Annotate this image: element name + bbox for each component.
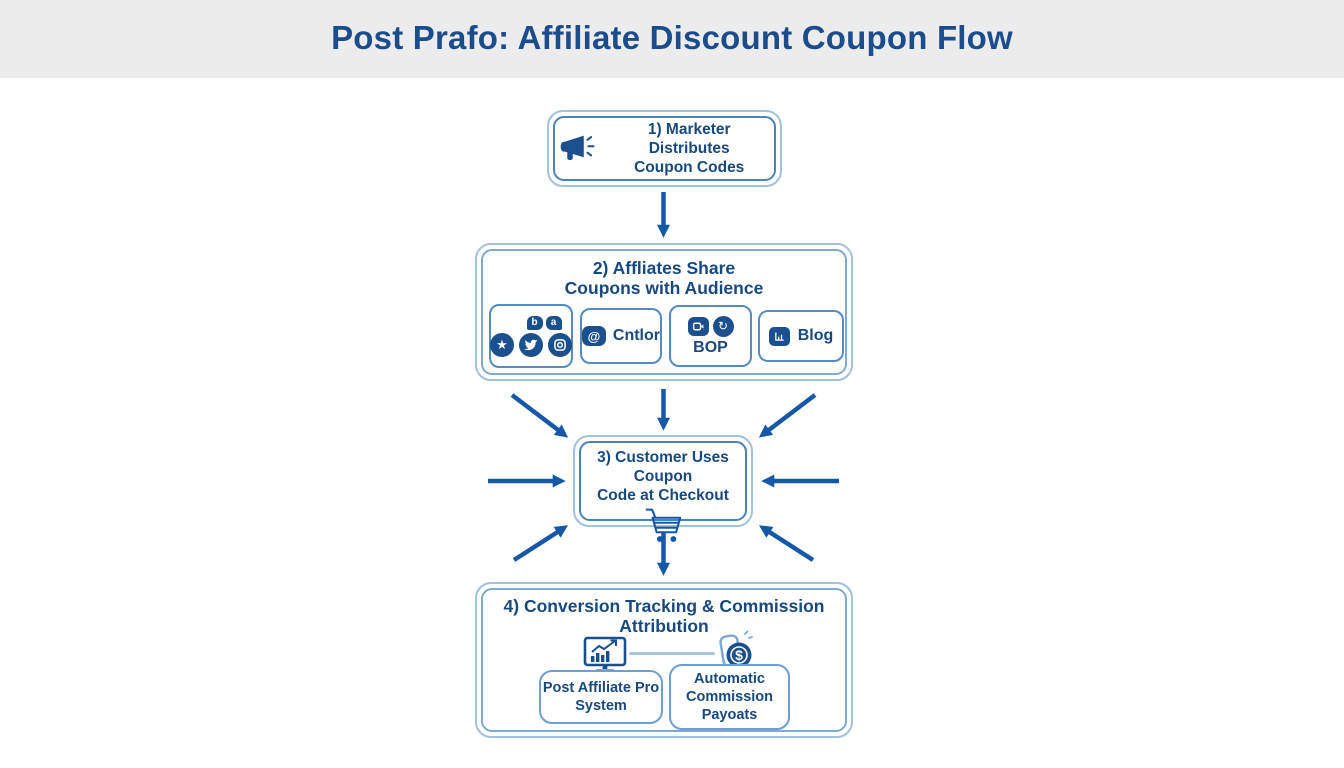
- icon-connector-line: [629, 652, 715, 655]
- star-social-icon: ★: [490, 332, 514, 357]
- instagram-camera-icon: [548, 332, 572, 357]
- step1-label-line1: 1) Marketer Distributes: [647, 121, 731, 157]
- page-header: Post Prafo: Affiliate Discount Coupon Fl…: [0, 0, 1344, 78]
- step4-title-line1: 4) Conversion Tracking & Commission: [503, 596, 825, 616]
- channel-social-box: b a ★: [489, 304, 573, 368]
- chat-badge-b-icon: b: [526, 315, 543, 330]
- arrow-step3-bottom-right: [758, 525, 815, 562]
- refresh-icon: ↻: [712, 315, 734, 337]
- step2-title-line2: Coupons with Audience: [564, 278, 764, 298]
- channel-cntlor-label: Cntlor: [612, 327, 660, 344]
- step2-title-line1: 2) Affliates Share: [592, 258, 736, 278]
- step1-box-inner: [553, 116, 776, 181]
- step4-box-inner: [481, 588, 847, 732]
- at-sign-icon: @: [582, 326, 606, 346]
- step1-label: 1) Marketer Distributes Coupon Codes: [608, 120, 770, 177]
- step3-box: 3) Customer Uses Coupon Code at Checkout: [573, 435, 753, 542]
- commission-money-icon: $: [719, 630, 753, 668]
- step4-box: 4) Conversion Tracking & Commission Attr…: [475, 582, 853, 738]
- step2-box-inner: [481, 249, 847, 375]
- megaphone-icon: [560, 135, 595, 160]
- dollar-glyph: $: [735, 647, 743, 663]
- channel-bop-box: ↻ BOP: [669, 305, 752, 367]
- video-camera-icon: [687, 316, 709, 336]
- step1-label-line2: Coupon Codes: [634, 159, 745, 176]
- sub-right-line3: Payoats: [701, 707, 758, 723]
- step1-box: 1) Marketer Distributes Coupon Codes: [547, 110, 782, 187]
- step2-box: 2) Affliates Share Coupons with Audience…: [475, 243, 853, 381]
- step3-label-line1: 3) Customer Uses Coupon: [597, 449, 729, 485]
- step4-title-line2: Attribution: [619, 616, 709, 636]
- channel-bop-label: BOP: [693, 338, 728, 356]
- arrow-step3-top-left: [510, 393, 569, 438]
- sub-box-post-affiliate-pro: Post Affiliate Pro System: [539, 670, 663, 724]
- blog-icon: [768, 326, 790, 346]
- arrow-step3-top-right: [758, 393, 817, 438]
- chat-badge-a-icon: a: [545, 315, 562, 330]
- twitter-bird-icon: [519, 332, 543, 357]
- sub-box-automatic-commission: Automatic Commission Payoats: [669, 664, 790, 730]
- channel-cntlor-box: @ Cntlor: [580, 308, 662, 364]
- sub-left-line2: System: [575, 698, 627, 714]
- sub-right-line1: Automatic: [694, 671, 765, 687]
- step3-label-line2: Code at Checkout: [597, 487, 729, 504]
- arrow-step3-bottom-left: [512, 525, 569, 562]
- step3-box-inner: [579, 441, 747, 521]
- sub-left-line1: Post Affiliate Pro: [542, 680, 660, 696]
- channel-blog-label: Blog: [797, 327, 834, 344]
- channel-blog-box: Blog: [758, 310, 844, 362]
- sub-right-line2: Commission: [685, 689, 773, 705]
- page-title: Post Prafo: Affiliate Discount Coupon Fl…: [331, 19, 1013, 56]
- shopping-cart-icon: [645, 508, 682, 542]
